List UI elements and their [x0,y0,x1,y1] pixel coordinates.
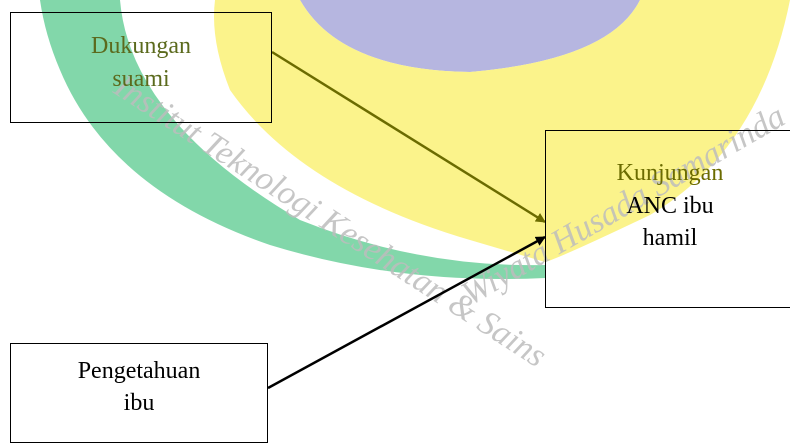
arrow-pengetahuan-to-kunjungan [268,237,545,388]
node-pengetahuan-ibu: Pengetahuan ibu [10,343,268,443]
node-pengetahuan-ibu-line1: Pengetahuan [78,355,201,387]
node-kunjungan-anc-line3: hamil [617,222,724,254]
node-dukungan-suami: Dukungan suami [10,12,272,123]
node-pengetahuan-ibu-line2: ibu [78,387,201,419]
node-dukungan-suami-line2: suami [91,63,191,95]
node-kunjungan-anc-line2: ANC ibu [617,190,724,222]
arrow-dukungan-to-kunjungan [272,52,545,222]
node-dukungan-suami-line1: Dukungan [91,30,191,62]
node-kunjungan-anc-line1: Kunjungan [617,157,724,189]
node-kunjungan-anc: Kunjungan ANC ibu hamil [545,130,790,308]
